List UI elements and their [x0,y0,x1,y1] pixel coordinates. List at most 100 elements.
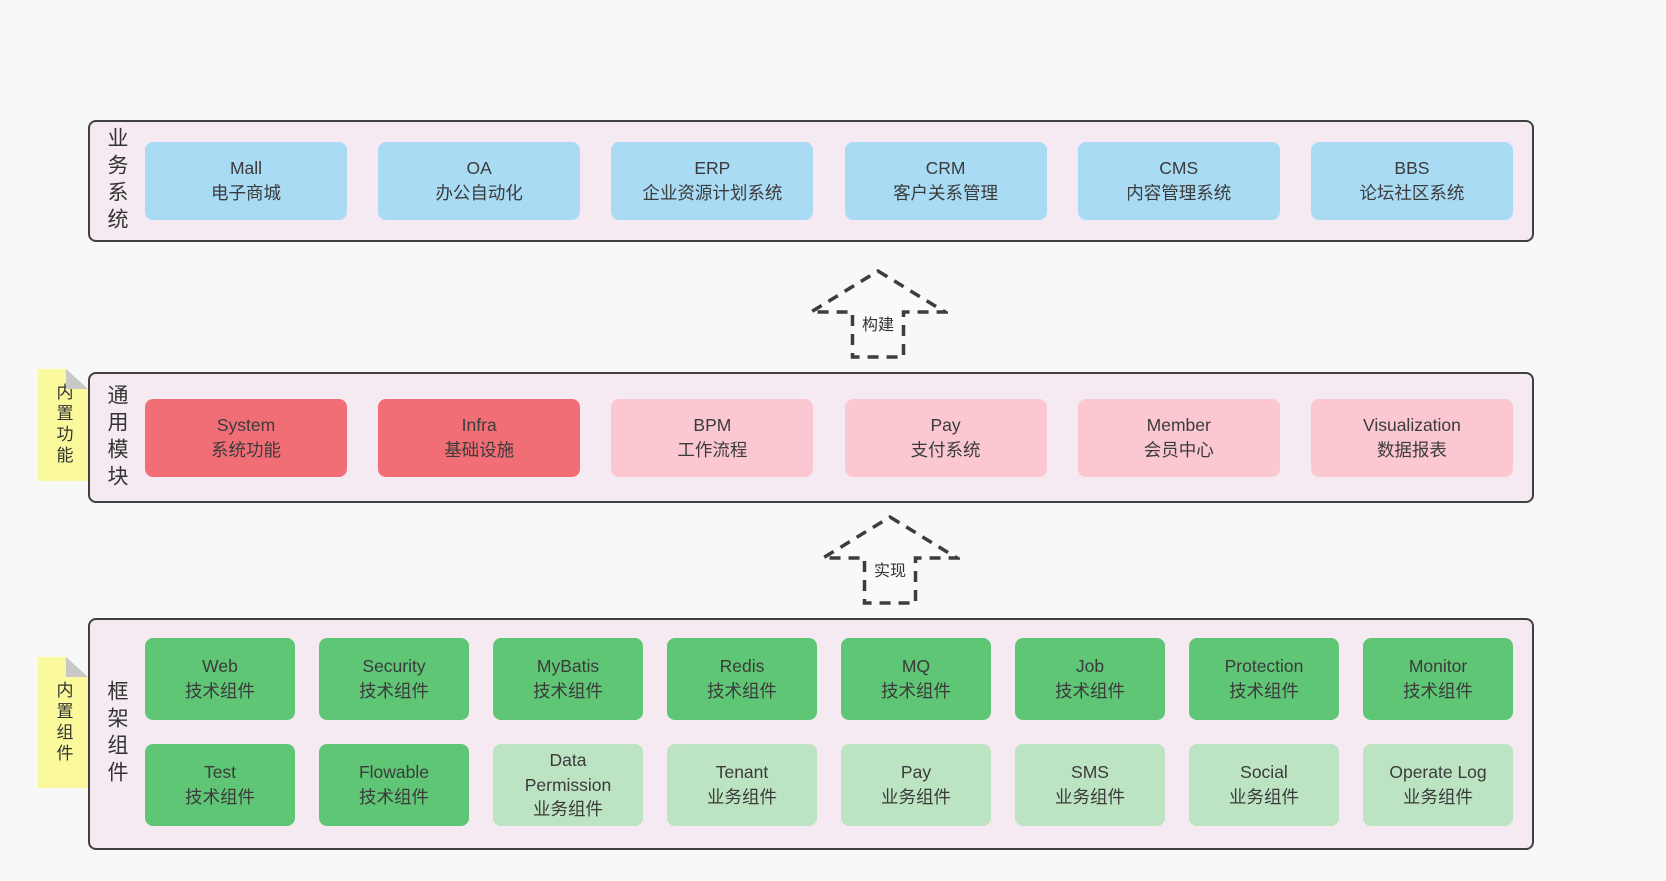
box-title: Pay [900,762,932,783]
modules-box-infra: Infra 基础设施 [378,398,581,477]
box-subtitle: 业务组件 [881,787,951,807]
box-subtitle: 内容管理系统 [1126,183,1232,203]
box-subtitle: 技术组件 [1403,681,1473,701]
components-box-flowable: Flowable 技术组件 [319,744,469,826]
band-components-label: 框架组件 [105,680,128,788]
components-box-redis: Redis 技术组件 [667,638,817,720]
components-box-web: Web 技术组件 [145,638,295,720]
box-title: OA [466,158,492,179]
business-box-crm: CRM 客户关系管理 [844,142,1047,220]
box-title: Data Permission [524,749,612,795]
box-subtitle: 业务组件 [1055,787,1125,807]
box-title: Visualization [1362,414,1461,435]
components-box-data-permission: Data Permission 业务组件 [493,744,643,826]
components-box-job: Job 技术组件 [1015,638,1165,720]
box-subtitle: 会员中心 [1143,439,1214,460]
box-title: Security [362,656,426,677]
box-title: Job [1075,656,1105,677]
box-title: Mall [229,158,263,179]
business-box-oa: OA 办公自动化 [378,142,581,220]
box-title: System [216,414,276,435]
box-subtitle: 系统功能 [211,439,281,460]
modules-box-bpm: BPM 工作流程 [611,398,814,477]
box-subtitle: 电子商城 [211,183,281,203]
modules-box-system: System 系统功能 [145,398,347,477]
components-box-social: Social 业务组件 [1189,744,1339,826]
band-business-label: 业务系统 [105,127,128,235]
components-box-mybatis: MyBatis 技术组件 [493,638,643,720]
band-common-modules: 通用模块 System 系统功能 Infra 基础设施 BPM 工作流程 Pay 支付系统 Me… [88,372,1534,503]
box-subtitle: 支付系统 [910,439,981,460]
box-title: Protection [1224,656,1304,677]
modules-box-visualization: Visualization 数据报表 [1310,398,1513,477]
box-title: BBS [1394,158,1430,179]
box-title: MyBatis [536,656,600,677]
components-box-pay: Pay 业务组件 [841,744,991,826]
box-title: Social [1240,762,1288,783]
box-subtitle: 技术组件 [533,681,603,701]
box-subtitle: 业务组件 [1229,787,1299,807]
box-subtitle: 客户关系管理 [893,183,999,203]
sticky-fold-icon [66,369,88,389]
box-title: Member [1146,414,1211,435]
box-title: BPM [693,414,732,435]
box-title: CMS [1159,158,1199,179]
sticky-fold-icon [66,657,88,677]
box-subtitle: 工作流程 [677,439,748,460]
box-title: Tenant [715,762,769,783]
box-subtitle: 技术组件 [881,681,951,701]
box-subtitle: 企业资源计划系统 [642,183,783,203]
box-title: MQ [901,656,931,677]
business-box-erp: ERP 企业资源计划系统 [611,142,814,220]
box-subtitle: 技术组件 [707,681,777,701]
modules-boxes-row: System 系统功能 Infra 基础设施 BPM 工作流程 Pay 支付系统 Member 会… [145,374,1513,501]
box-subtitle: 业务组件 [533,799,603,820]
implement-arrow-label: 实现 [870,556,910,582]
box-subtitle: 技术组件 [1229,681,1299,701]
box-subtitle: 技术组件 [185,787,255,807]
box-subtitle: 数据报表 [1376,439,1447,460]
business-box-bbs: BBS 论坛社区系统 [1310,142,1513,220]
components-box-operate-log: Operate Log 业务组件 [1363,744,1513,826]
box-title: ERP [694,158,731,179]
box-subtitle: 技术组件 [359,681,429,701]
box-title: Infra [461,414,497,435]
box-subtitle: 技术组件 [359,787,429,807]
band-modules-label: 通用模块 [105,383,128,492]
box-title: Operate Log [1389,762,1487,783]
business-box-cms: CMS 内容管理系统 [1077,142,1280,220]
modules-box-pay: Pay 支付系统 [844,398,1047,477]
box-title: CRM [925,158,966,179]
business-boxes-row: Mall 电子商城 OA 办公自动化 ERP 企业资源计划系统 CRM 客户关系管理 CMS 内容… [145,122,1513,240]
box-title: Monitor [1408,656,1468,677]
components-box-sms: SMS 业务组件 [1015,744,1165,826]
build-arrow-label: 构建 [858,310,898,336]
components-box-monitor: Monitor 技术组件 [1363,638,1513,720]
box-subtitle: 论坛社区系统 [1359,183,1465,203]
box-subtitle: 办公自动化 [435,183,523,203]
box-title: Flowable [358,762,430,783]
components-box-mq: MQ 技术组件 [841,638,991,720]
box-title: Test [203,762,237,783]
box-title: Pay [930,414,961,435]
business-box-mall: Mall 电子商城 [145,142,347,220]
components-box-tenant: Tenant 业务组件 [667,744,817,826]
box-subtitle: 业务组件 [707,787,777,807]
sticky-note-builtin-components: 内置组件 [38,657,88,788]
box-title: SMS [1071,762,1109,783]
box-subtitle: 基础设施 [444,439,515,460]
box-title: Web [202,656,238,677]
box-subtitle: 技术组件 [185,681,255,701]
components-box-test: Test 技术组件 [145,744,295,826]
band-business-systems: 业务系统 Mall 电子商城 OA 办公自动化 ERP 企业资源计划系统 CRM 客户关系管理… [88,120,1534,242]
box-subtitle: 业务组件 [1403,787,1473,807]
components-box-protection: Protection 技术组件 [1189,638,1339,720]
box-subtitle: 技术组件 [1055,681,1125,701]
modules-box-member: Member 会员中心 [1077,398,1280,477]
box-title: Redis [719,656,765,677]
